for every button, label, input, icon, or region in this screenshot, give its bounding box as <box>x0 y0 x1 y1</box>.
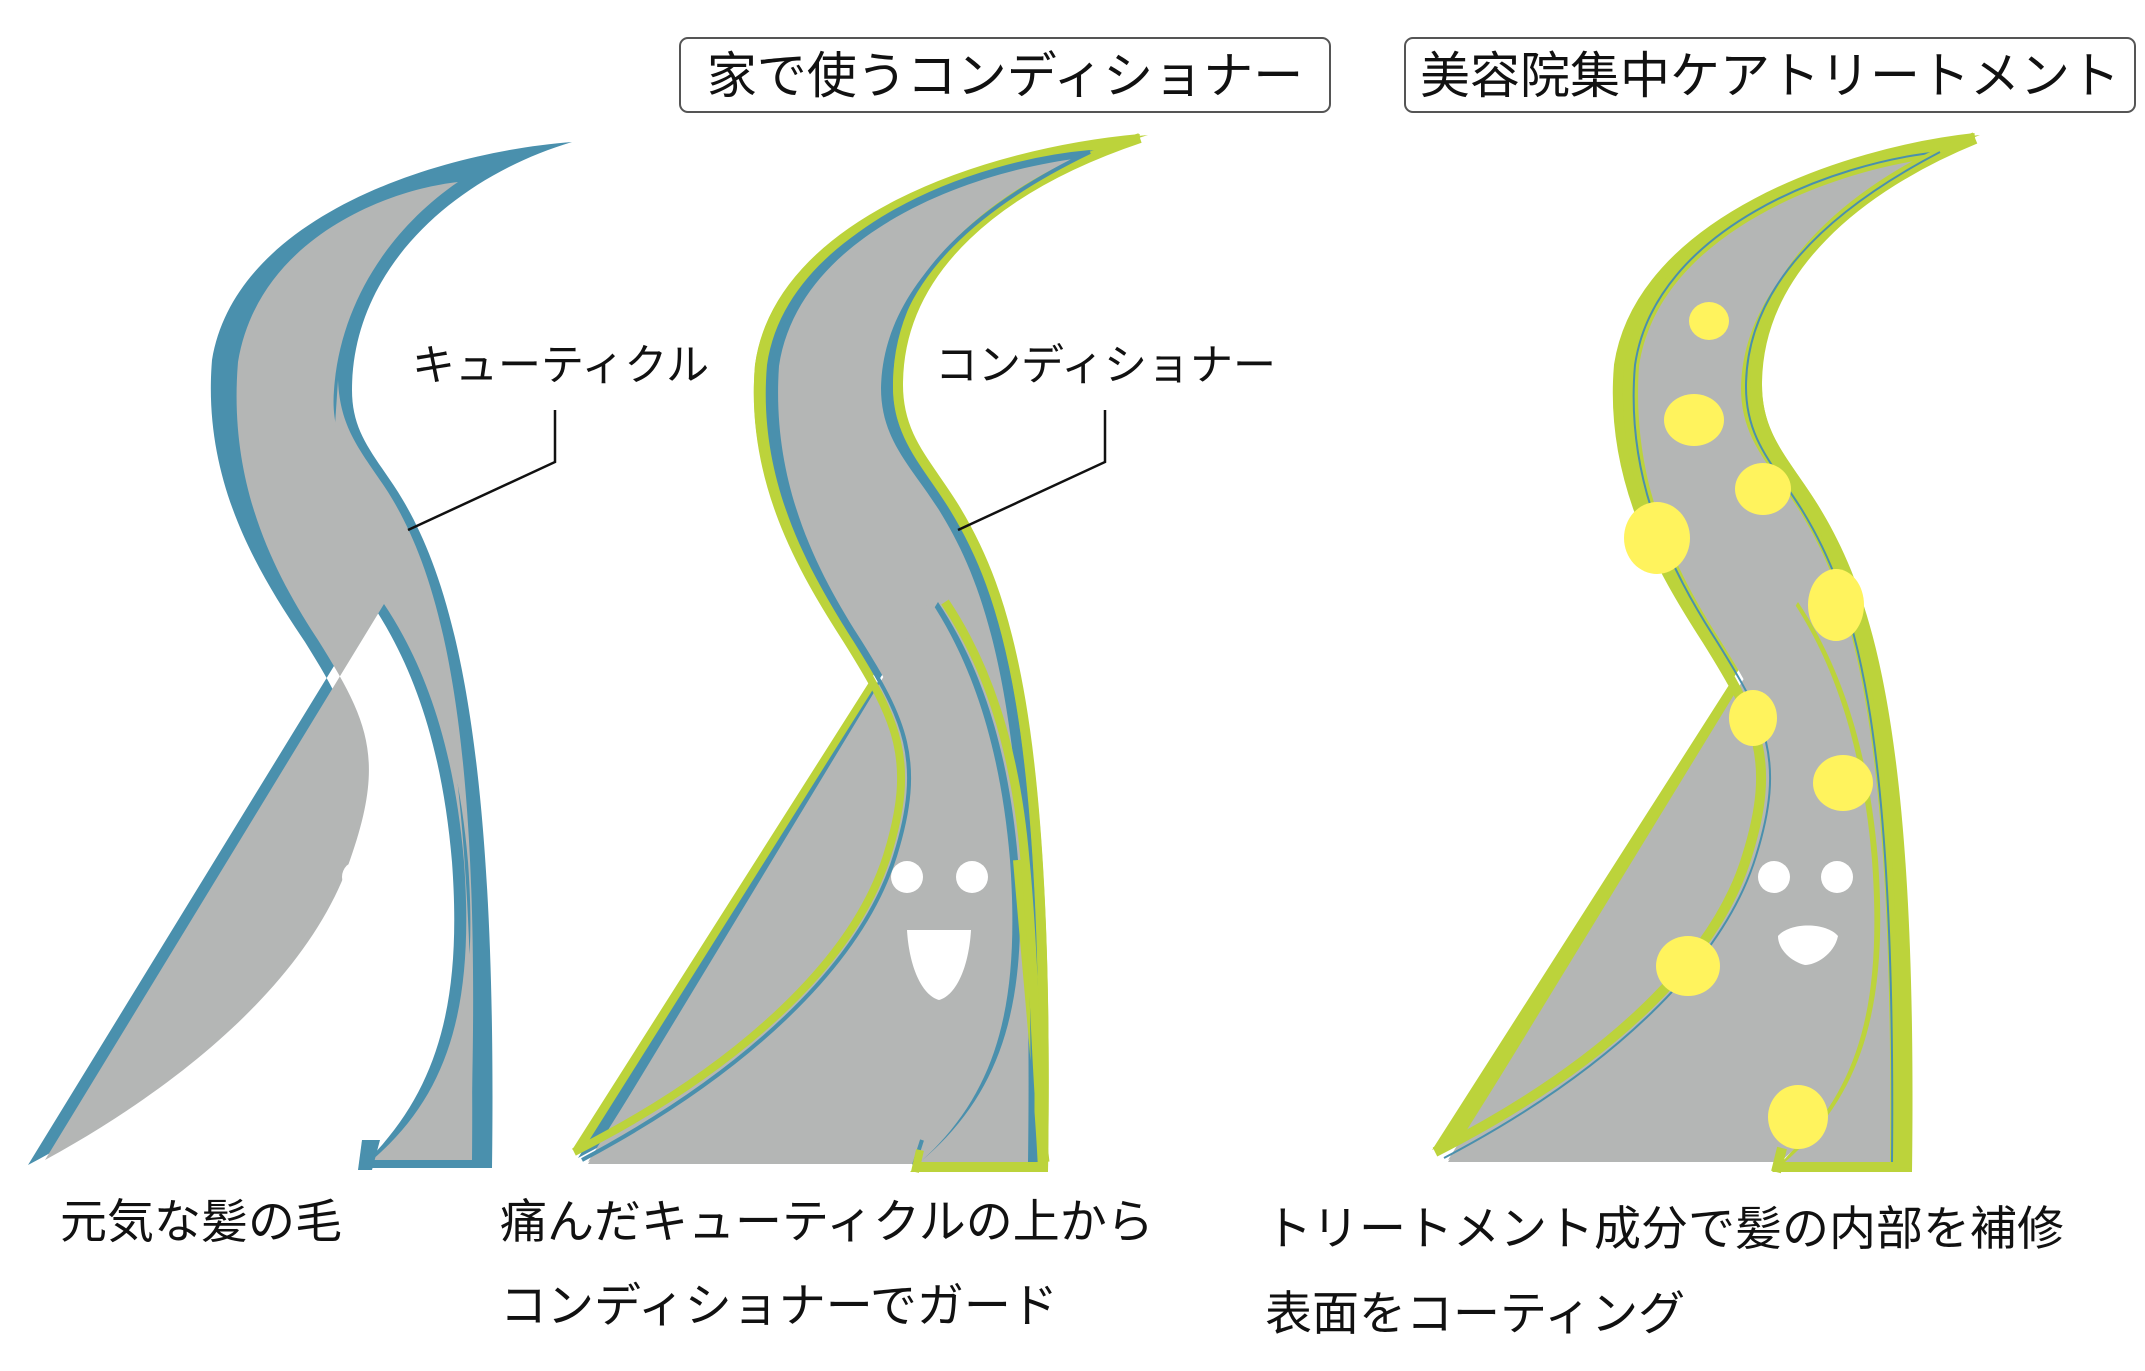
face-treatment <box>1758 861 1853 965</box>
treatment-particles <box>1624 302 1873 1149</box>
panel-title: 家で使うコンディショナー <box>707 47 1304 105</box>
mouth <box>1778 925 1838 965</box>
face-conditioner <box>891 861 988 1000</box>
right-eye <box>956 861 988 893</box>
callout-cuticle: キューティクル <box>407 341 709 532</box>
callout-conditioner: コンディショナー <box>935 341 1276 532</box>
particle <box>1656 936 1720 996</box>
bottom-tip-coating <box>911 1149 924 1173</box>
bottom-tip-coating <box>1771 1146 1787 1174</box>
caption-conditioner: 痛んだキューティクルの上から コンディショナーでガード <box>500 1195 1154 1334</box>
caption-treatment: トリートメント成分で髪の内部を補修 表面をコーティング <box>1265 1202 2064 1342</box>
caption-line-2: 表面をコーティング <box>1265 1287 1685 1342</box>
mouth <box>907 930 971 1000</box>
left-eye <box>1758 861 1790 893</box>
hair-core-right <box>334 380 474 1160</box>
title-box <box>1404 37 2136 113</box>
hair-core-fix <box>1448 600 1875 1162</box>
particle <box>1735 463 1791 515</box>
face-healthy <box>342 861 439 1000</box>
right-eye <box>407 861 439 893</box>
panel-title: 美容院集中ケアトリートメント <box>1420 47 2120 105</box>
particle <box>1664 394 1724 446</box>
panel-treatment: 美容院集中ケアトリートメント <box>1265 37 2136 1342</box>
right-eye <box>1821 861 1853 893</box>
caption-line-1: トリートメント成分で髪の内部を補修 <box>1265 1202 2064 1257</box>
hair-core-fix <box>588 600 1013 1164</box>
caption-line-2: コンディショナーでガード <box>500 1279 1058 1334</box>
caption-line-1: 元気な髪の毛 <box>60 1195 342 1250</box>
hair-strand-treatment <box>1432 132 1980 1174</box>
particle <box>1808 569 1864 641</box>
right-edge-cuticle <box>885 150 1091 1163</box>
caption-healthy: 元気な髪の毛 <box>60 1195 342 1250</box>
mouth <box>358 930 422 1000</box>
particle <box>1768 1085 1828 1149</box>
hair-strand-conditioner <box>572 133 1148 1173</box>
callout-label: キューティクル <box>412 341 709 391</box>
panel-conditioner: 家で使うコンディショナー コンディショナー <box>500 37 1331 1334</box>
left-eye <box>891 861 923 893</box>
caption-line-1: 痛んだキューティクルの上から <box>500 1195 1154 1250</box>
hair-tip-cut <box>358 1140 380 1170</box>
leader-line <box>957 410 1107 532</box>
particle <box>1624 502 1690 574</box>
left-edge-coating <box>572 134 1141 1156</box>
left-edge-cuticle <box>581 150 1091 1162</box>
particle <box>1729 690 1777 746</box>
hair-strand-healthy <box>28 142 572 1170</box>
left-eye <box>342 861 374 893</box>
callout-label: コンディショナー <box>935 341 1276 391</box>
particle <box>1689 302 1729 340</box>
hair-core <box>45 182 473 1160</box>
right-edge-coating <box>1749 132 1978 1169</box>
particle <box>1813 755 1873 811</box>
leader-line <box>407 410 557 532</box>
panel-healthy: キューティクル 元気な髪の毛 <box>28 142 709 1250</box>
title-box <box>679 37 1331 113</box>
right-tip-coating <box>941 599 1050 1163</box>
